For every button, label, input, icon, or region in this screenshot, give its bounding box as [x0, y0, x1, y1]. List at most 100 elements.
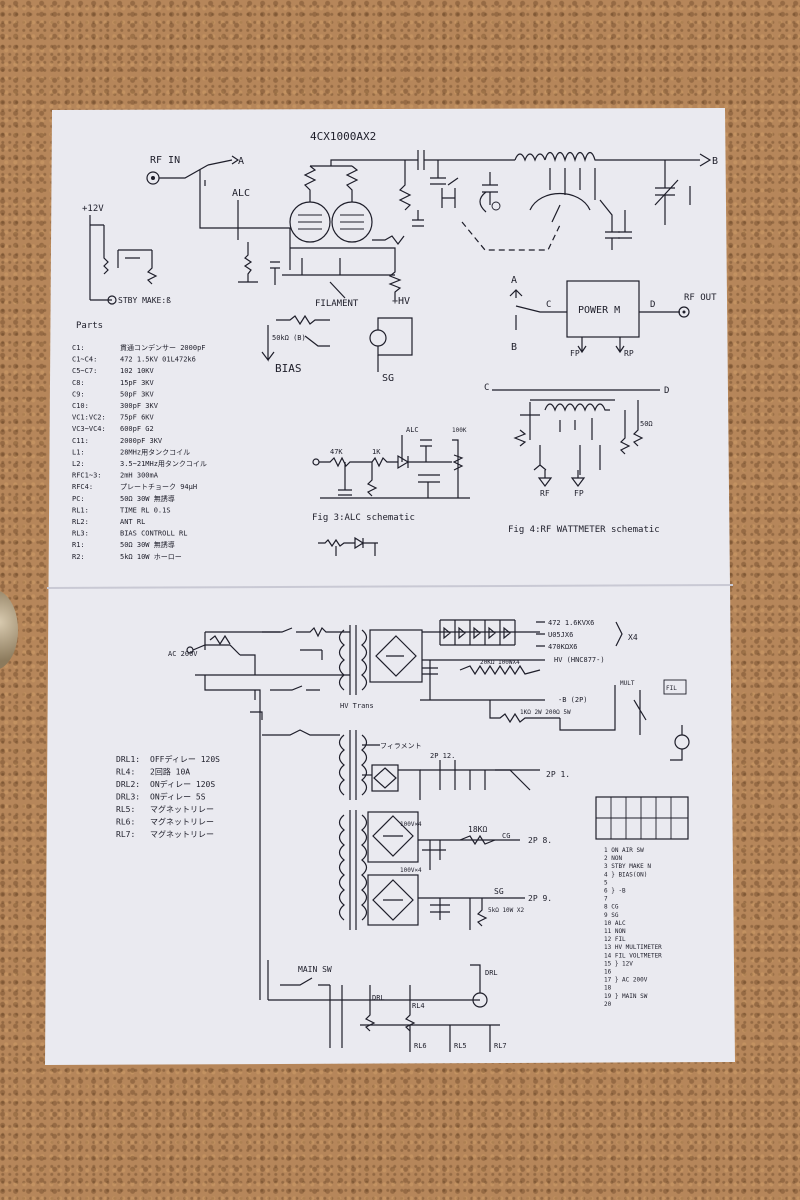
svg-text:D: D — [650, 300, 655, 310]
part-ref: RL2: — [72, 518, 89, 526]
svg-text:フィラメント: フィラメント — [380, 742, 422, 750]
svg-text:RL4: RL4 — [412, 1002, 425, 1010]
svg-text:20KΩ 100WX4: 20KΩ 100WX4 — [480, 659, 520, 666]
part-ref: C10: — [72, 402, 89, 410]
relay-desc: 2回路 10A — [150, 767, 190, 777]
stby-make-label: STBY MAKE:ß — [118, 296, 171, 305]
connector-pin: 2 NON — [604, 855, 622, 862]
part-ref: C5~C7: — [72, 367, 97, 375]
part-desc: 300pF 3KV — [120, 402, 159, 410]
part-desc: 貫通コンデンサー 2000pF — [120, 343, 206, 352]
connector-pin: 8 CG — [604, 904, 619, 911]
connector-pin: 14 FIL VOLTMETER — [604, 952, 662, 959]
svg-text:X4: X4 — [628, 633, 638, 642]
part-desc: ANT RL — [120, 518, 145, 526]
relay-desc: マグネットリレー — [150, 829, 214, 839]
part-desc: 15pF 3KV — [120, 379, 155, 387]
part-desc: 75pF 6KV — [120, 414, 155, 422]
hv-trans-label: HV Trans — [340, 702, 374, 710]
part-ref: RFC4: — [72, 483, 93, 491]
svg-text:DRL: DRL — [485, 969, 498, 977]
part-desc: 600pF G2 — [120, 425, 154, 433]
relay-ref: DRL2: — [116, 780, 140, 789]
svg-text:RL7: RL7 — [494, 1042, 507, 1050]
part-desc: 50pF 3KV — [120, 390, 155, 398]
relay-ref: RL4: — [116, 768, 135, 777]
part-ref: R2: — [72, 553, 85, 561]
svg-text:2P 1.: 2P 1. — [546, 770, 570, 779]
svg-text:ALC: ALC — [232, 188, 250, 199]
part-ref: VC1:VC2: — [72, 414, 106, 422]
svg-text:5kΩ 10W X2: 5kΩ 10W X2 — [488, 907, 525, 914]
connector-pin: 1 ON AIR SW — [604, 847, 644, 854]
svg-text:100K: 100K — [452, 427, 467, 434]
svg-text:SG: SG — [494, 887, 504, 896]
svg-text:C: C — [484, 383, 489, 393]
connector-pin: 17 } AC 200V — [604, 977, 648, 984]
connector-pin: 7 — [604, 896, 608, 903]
rf-in-label: RF IN — [150, 155, 180, 166]
part-desc: 2000pF 3KV — [120, 437, 163, 445]
svg-text:472 1.6KVX6: 472 1.6KVX6 — [548, 619, 594, 627]
part-ref: C11: — [72, 437, 89, 445]
svg-text:HV (HNC877-): HV (HNC877-) — [554, 656, 605, 664]
svg-text:50kΩ (B): 50kΩ (B) — [272, 334, 306, 342]
svg-text:470KΩX6: 470KΩX6 — [548, 643, 578, 651]
relay-ref: RL7: — [116, 830, 135, 839]
tube-title: 4CX1000AX2 — [310, 130, 376, 143]
svg-text:FIL: FIL — [666, 685, 677, 692]
svg-text:2P 8.: 2P 8. — [528, 836, 552, 845]
svg-text:RL5: RL5 — [454, 1042, 467, 1050]
svg-text:+12V: +12V — [82, 204, 104, 214]
filament-label: FILAMENT — [315, 299, 359, 309]
part-ref: RL1: — [72, 506, 89, 514]
connector-pin: 13 HV MULTIMETER — [604, 944, 662, 951]
part-desc: 2mH 300mA — [120, 472, 159, 480]
svg-text:AC 200V: AC 200V — [168, 650, 198, 658]
svg-text:2P 12.: 2P 12. — [430, 752, 455, 760]
svg-text:RF: RF — [540, 489, 550, 498]
part-desc: 472 1.5KV 01L472k6 — [120, 356, 196, 364]
connector-pin: 10 ALC — [604, 920, 626, 927]
part-desc: 102 10KV — [120, 367, 155, 375]
part-desc: プレートチョーク 94μH — [120, 483, 197, 491]
svg-text:50Ω: 50Ω — [640, 420, 653, 428]
relay-desc: ONディレー 120S — [150, 779, 215, 789]
paper-fold — [46, 584, 734, 589]
svg-text:DRL: DRL — [372, 994, 385, 1002]
relay-ref: RL6: — [116, 818, 135, 827]
part-ref: L2: — [72, 460, 85, 468]
svg-text:SG: SG — [382, 373, 394, 384]
svg-text:RL6: RL6 — [414, 1042, 427, 1050]
connector-pin: 20 — [604, 1001, 612, 1008]
svg-text:47K: 47K — [330, 448, 343, 456]
connector-pin: 15 } 12V — [604, 960, 633, 967]
connector-pin: 19 } MAIN SW — [604, 993, 648, 1000]
connector-pin: 12 FIL — [604, 936, 626, 943]
svg-text:A: A — [511, 275, 517, 286]
part-ref: VC3~VC4: — [72, 425, 106, 433]
parts-title: Parts — [76, 321, 103, 331]
part-desc: 50Ω 30W 無誘導 — [120, 540, 175, 549]
fig3-alc-schematic: 47K 1K ALC 100K Fig 3:ALC schematic — [312, 426, 470, 556]
part-ref: C9: — [72, 390, 85, 398]
relay-desc: マグネットリレー — [150, 804, 214, 814]
svg-text:FP: FP — [574, 489, 584, 498]
part-ref: PC: — [72, 495, 85, 503]
svg-text:2P 9.: 2P 9. — [528, 894, 552, 903]
svg-text:A: A — [238, 156, 244, 167]
svg-text:CG: CG — [502, 832, 510, 840]
part-ref: C8: — [72, 379, 85, 387]
svg-text:MULT: MULT — [620, 680, 635, 687]
part-ref: L1: — [72, 448, 85, 456]
connector-pin: 3 STBY MAKE N — [604, 863, 651, 870]
connector-pin: 5 — [604, 879, 608, 886]
part-ref: C1~C4: — [72, 356, 97, 364]
svg-text:100V×4: 100V×4 — [400, 867, 422, 874]
relay-desc: ONディレー 5S — [150, 792, 206, 802]
connector-pin: 6 } -B — [604, 888, 626, 895]
svg-text:-B (2P): -B (2P) — [558, 696, 588, 704]
